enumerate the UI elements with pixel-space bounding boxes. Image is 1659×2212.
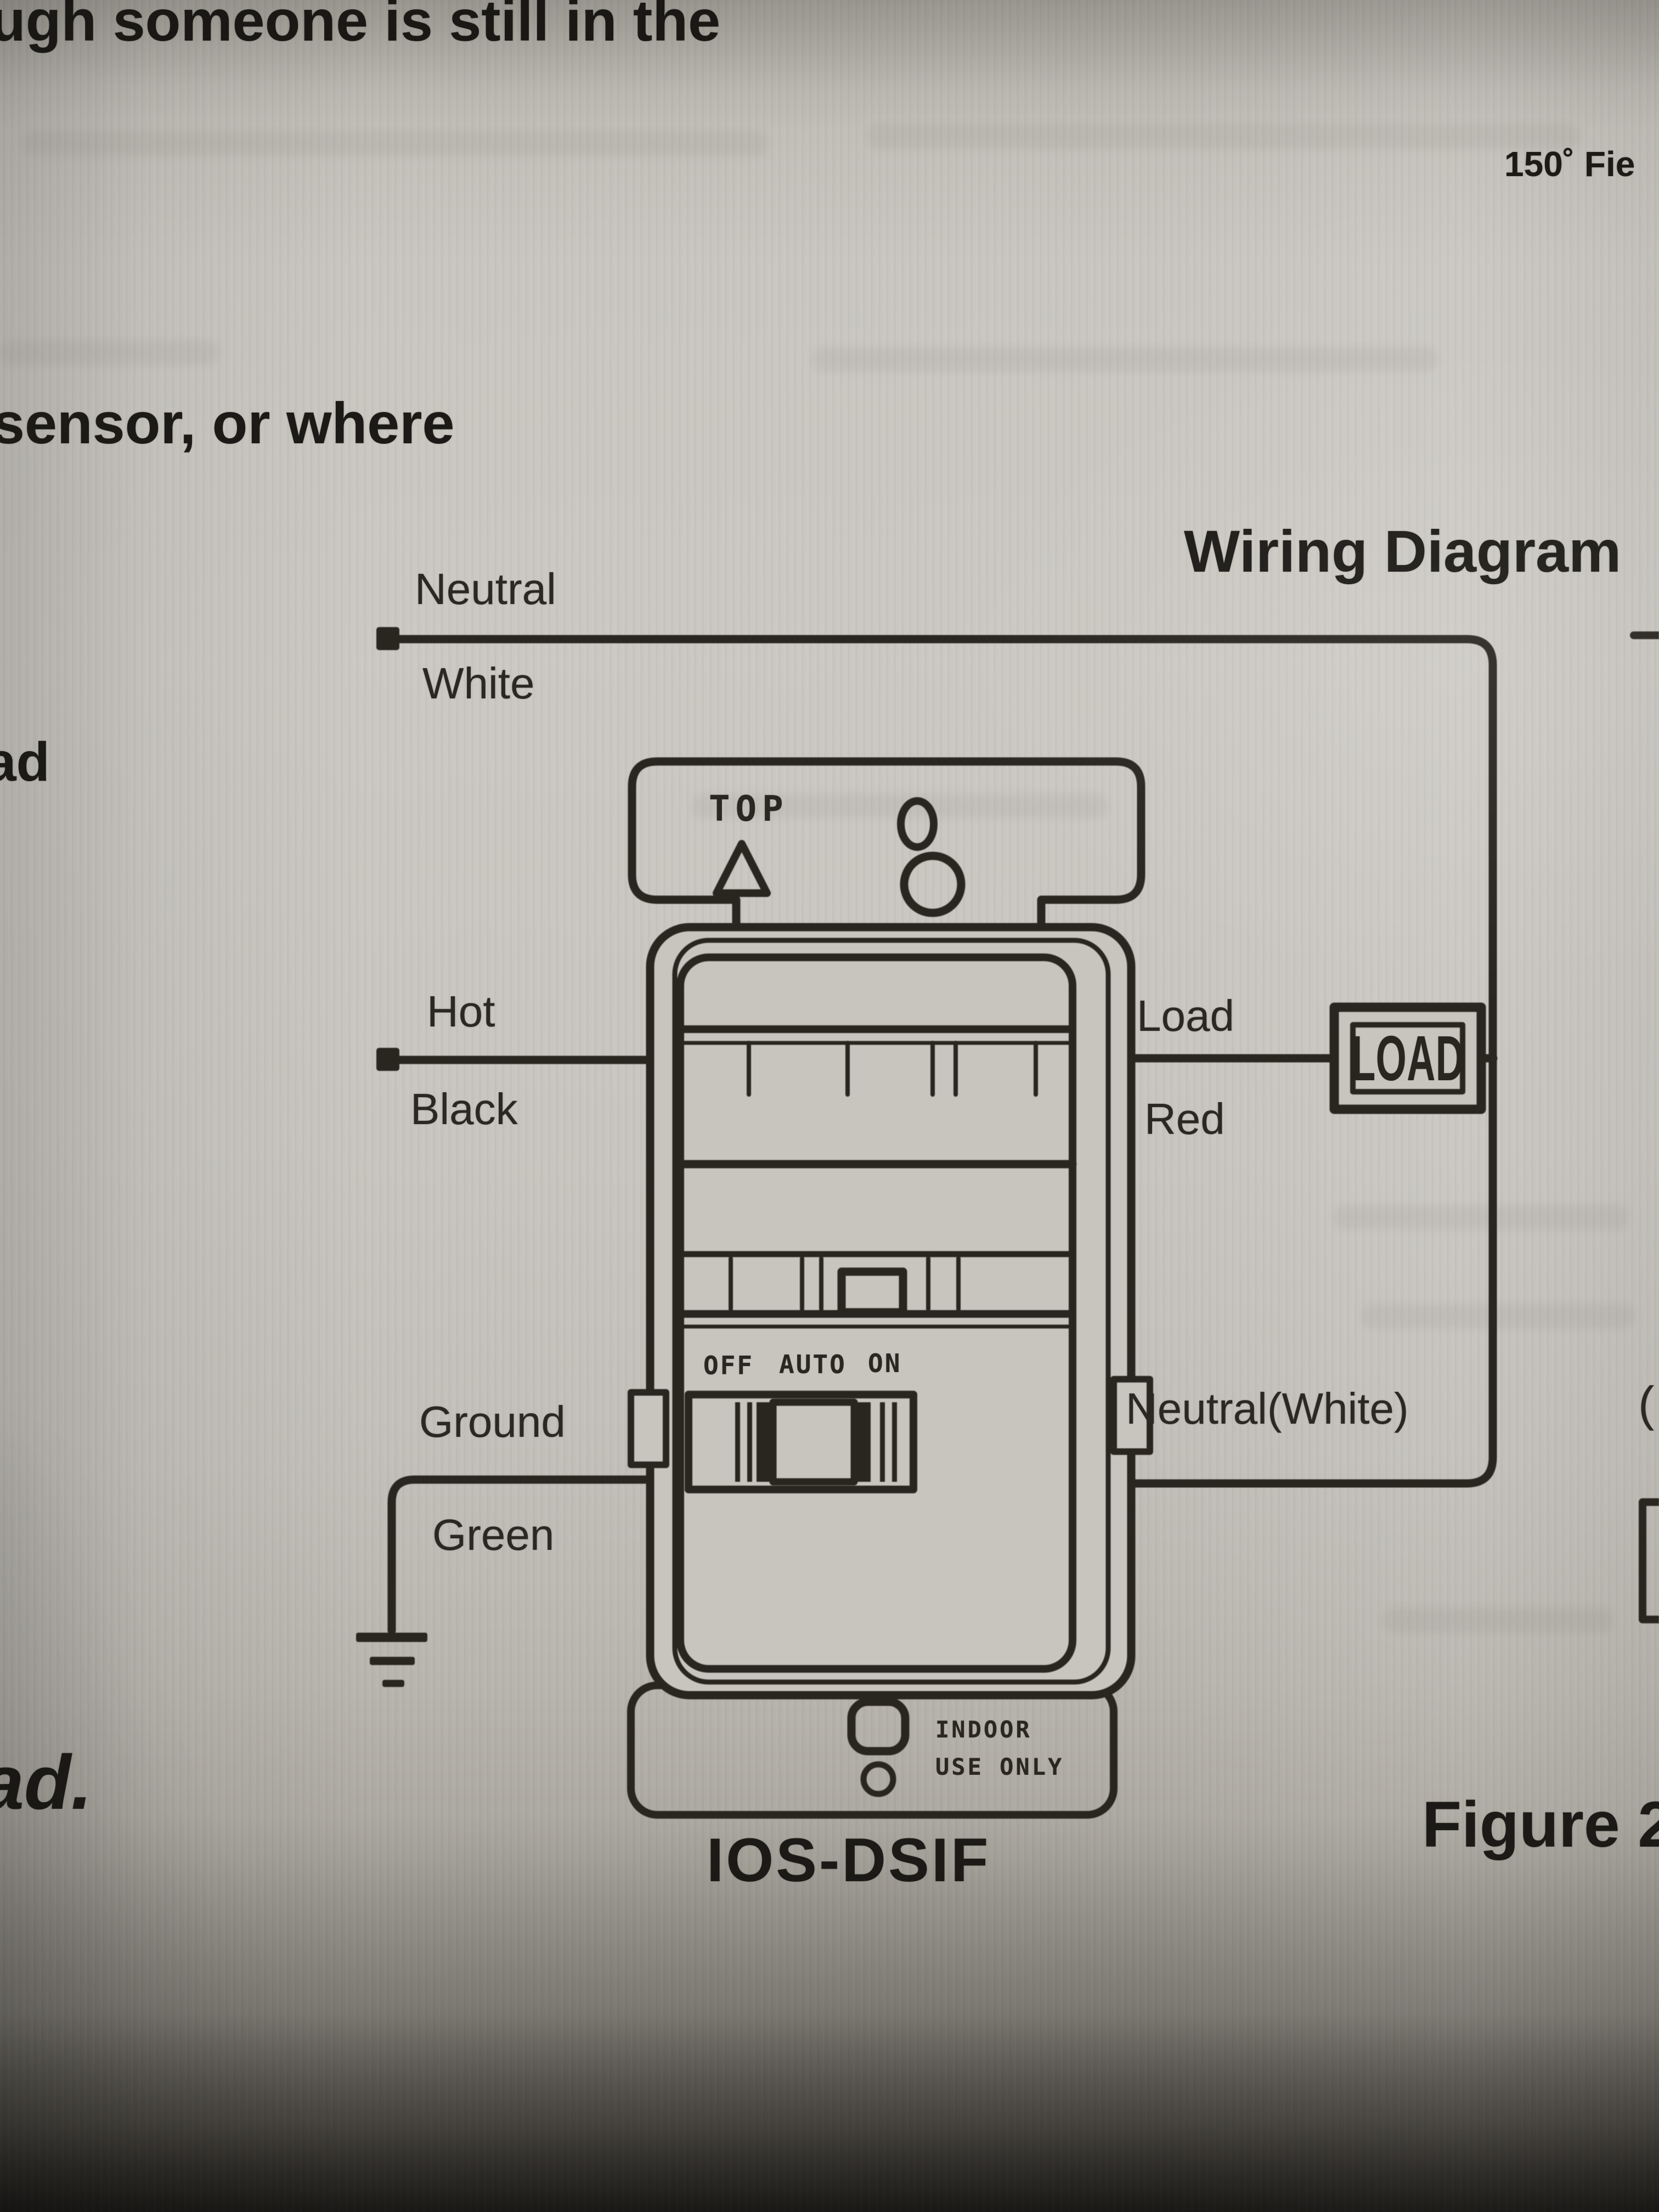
indoor-rating-line1: INDOOR [935, 1716, 1032, 1743]
load-box-label-wrap: LOAD [1334, 1007, 1481, 1109]
wiring-diagram-title: Wiring Diagram [1184, 518, 1622, 584]
ground-label: Ground [419, 1397, 566, 1446]
switch-position-off-label: OFF [703, 1351, 754, 1380]
left-word-fragment-lower: ad. [0, 1739, 93, 1825]
right-edge-text-fragment: ( [1638, 1376, 1655, 1431]
load-box-label: LOAD [1351, 1023, 1465, 1094]
hot-supply-terminal [376, 1048, 399, 1071]
switch-position-auto-label: AUTO [779, 1350, 847, 1379]
neutral-white-label: Neutral(White) [1126, 1384, 1409, 1433]
wire-release-slot [847, 1697, 910, 1756]
load-label: Load [1137, 991, 1234, 1040]
bottom-mounting-hole [860, 1761, 896, 1797]
neutral-label: Neutral [415, 565, 556, 613]
right-edge-box-fragment [1639, 1498, 1659, 1623]
black-label: Black [410, 1085, 518, 1133]
device-model-label: IOS-DSIF [707, 1826, 991, 1894]
indoor-rating-line2: USE ONLY [935, 1753, 1064, 1780]
left-word-fragment-upper: ad [0, 731, 50, 793]
field-of-view-fragment: 150˚ Fie [1504, 144, 1635, 184]
switch-position-on-label: ON [868, 1348, 902, 1378]
mid-sentence-fragment: sensor, or where [0, 391, 455, 456]
top-screw-slot-hole [897, 797, 938, 851]
top-orientation-marking: TOP [709, 789, 789, 830]
red-label: Red [1144, 1094, 1225, 1143]
figure-caption: Figure 2 [1422, 1788, 1659, 1861]
green-label: Green [432, 1510, 555, 1559]
top-mounting-hole [900, 851, 966, 917]
orientation-triangle-icon [713, 840, 771, 897]
neutral-supply-terminal [376, 627, 399, 650]
hot-label: Hot [427, 987, 495, 1036]
ground-symbol-icon [356, 1633, 427, 1687]
top-sentence-fragment: ugh someone is still in the [0, 0, 721, 53]
white-label: White [422, 659, 535, 708]
device-top-strap [628, 757, 1146, 934]
side-tab-left [628, 1389, 669, 1468]
slider-knob [769, 1398, 858, 1486]
